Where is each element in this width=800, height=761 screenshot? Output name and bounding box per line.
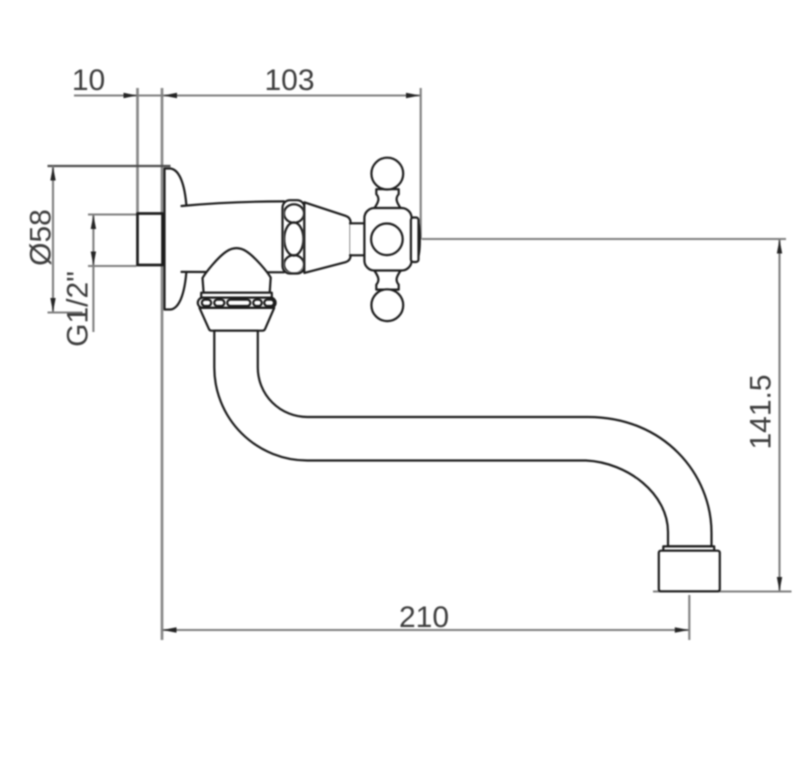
spout-bell bbox=[201, 247, 272, 294]
arrow-inlet-top bbox=[90, 215, 97, 229]
arrow-wall-left bbox=[123, 92, 138, 99]
spout-tube bbox=[213, 329, 713, 548]
dimension-labels: 10 103 Ø58 G1/2" 141.5 210 bbox=[25, 64, 778, 634]
label-reach: 210 bbox=[399, 601, 449, 634]
handle-top-ball bbox=[370, 156, 405, 191]
spout-nut-knurling bbox=[200, 298, 276, 308]
spout-skirt bbox=[198, 306, 276, 332]
handle-front-ball bbox=[370, 222, 404, 257]
bonnet-ring bbox=[281, 199, 306, 275]
arrow-reach-right bbox=[674, 627, 689, 633]
handle-bottom-ball bbox=[370, 288, 405, 323]
bonnet-ring-knurling bbox=[284, 203, 303, 273]
label-wall-thickness: 10 bbox=[72, 64, 105, 97]
handle-end-cap bbox=[409, 216, 420, 264]
handle-stem bbox=[350, 224, 366, 255]
faucet-drawing bbox=[136, 156, 721, 593]
label-inlet-thread: G1/2" bbox=[62, 271, 95, 347]
arrow-handle-end bbox=[406, 92, 420, 99]
arrow-flange-bottom bbox=[50, 298, 56, 312]
label-wall-to-handle: 103 bbox=[264, 64, 314, 97]
arrow-drop-bottom bbox=[776, 577, 783, 591]
arrow-wall-right bbox=[163, 92, 177, 99]
handle-top-arm-neck bbox=[372, 188, 403, 211]
inlet-nipple bbox=[136, 212, 164, 267]
arrow-drop-top bbox=[776, 239, 783, 254]
label-drop: 141.5 bbox=[745, 374, 778, 449]
valve-body-top-edge bbox=[180, 200, 286, 208]
aerator bbox=[657, 549, 721, 593]
dimension-arrows bbox=[50, 92, 783, 633]
arrow-reach-left bbox=[162, 627, 177, 633]
label-flange-diameter: Ø58 bbox=[25, 209, 58, 266]
valve-body bbox=[183, 201, 284, 272]
arrow-inlet-bottom bbox=[90, 251, 97, 266]
arrow-flange-top bbox=[50, 166, 56, 181]
handle-cone bbox=[303, 201, 352, 274]
handle-bottom-arm-neck bbox=[372, 268, 403, 291]
